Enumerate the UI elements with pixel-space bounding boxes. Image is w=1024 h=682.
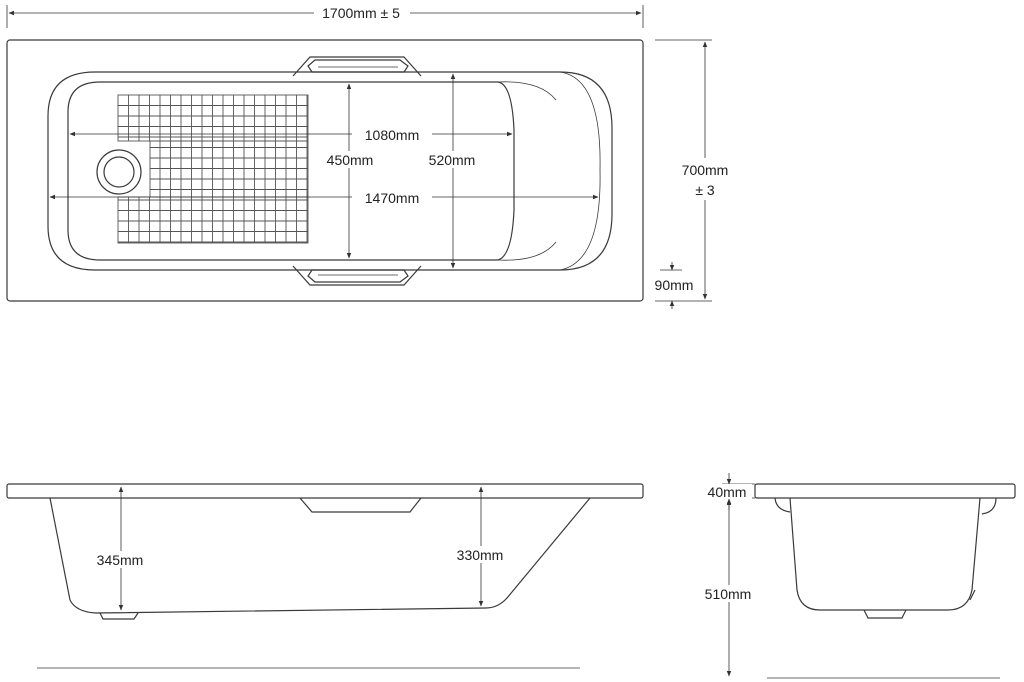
label-overall-width-tolerance: ± 3	[695, 182, 715, 198]
top-handle	[292, 56, 422, 77]
label-rim: 90mm	[655, 277, 694, 293]
dim-overall-length: 1700mm ± 5	[6, 4, 644, 28]
dim-450: 450mm	[322, 83, 378, 259]
dim-1080: 1080mm	[69, 126, 513, 143]
end-foot	[863, 609, 907, 619]
bottom-handle	[292, 265, 422, 286]
end-elevation: 40mm 510mm	[697, 473, 1016, 679]
plan-outer-rim	[6, 39, 644, 302]
dim-1470: 1470mm	[49, 189, 599, 206]
anti-slip-grid	[117, 94, 309, 244]
plan-end-curve	[559, 71, 601, 271]
label-450: 450mm	[327, 152, 374, 168]
dim-520: 520mm	[424, 73, 482, 269]
plan-basin-outline	[47, 71, 613, 271]
plan-view	[6, 39, 644, 302]
plan-end-curve-inner	[497, 81, 557, 101]
label-520: 520mm	[429, 152, 476, 168]
side-handle-recess	[299, 497, 422, 513]
end-flange-right	[969, 589, 976, 601]
drain-inner	[103, 156, 135, 188]
label-330: 330mm	[457, 547, 504, 563]
label-345: 345mm	[97, 552, 144, 568]
dim-rim: 90mm	[655, 262, 694, 309]
side-body	[49, 497, 591, 614]
label-overall-length: 1700mm ± 5	[322, 5, 400, 21]
label-40: 40mm	[708, 484, 747, 500]
dim-overall-width: 700mm ± 3	[655, 39, 736, 302]
label-1470: 1470mm	[365, 190, 419, 206]
label-overall-width: 700mm	[682, 162, 729, 178]
plan-basin-inner	[67, 81, 515, 261]
drain-outer	[96, 149, 142, 195]
end-rim	[754, 483, 1016, 499]
label-1080: 1080mm	[365, 127, 419, 143]
end-lip-right	[981, 497, 997, 515]
side-rim	[6, 483, 644, 499]
end-body	[789, 497, 981, 611]
side-foot-left	[99, 612, 139, 620]
side-elevation: 345mm 330mm	[6, 483, 644, 669]
end-lip-left	[774, 497, 791, 513]
label-510: 510mm	[705, 586, 752, 602]
plan-end-curve-inner-b	[497, 241, 557, 261]
